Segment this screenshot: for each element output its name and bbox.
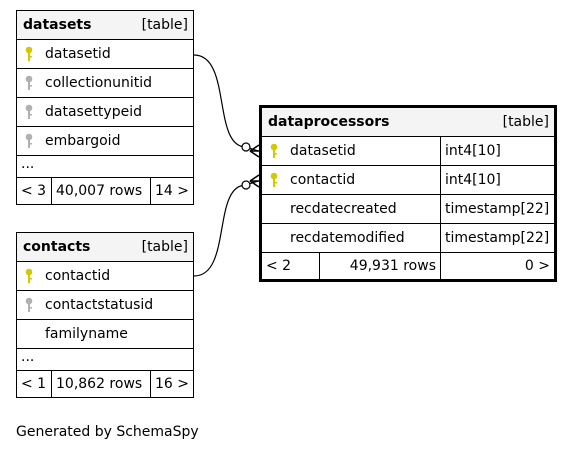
table-header[interactable]: contacts [table] xyxy=(17,233,193,262)
crowfoot-icon xyxy=(249,174,260,188)
table-name: datasets xyxy=(23,17,92,33)
column-row[interactable]: contactstatusid xyxy=(17,291,193,320)
parents-count[interactable]: < 1 xyxy=(21,376,47,392)
table-contacts[interactable]: contacts [table] contactid contactstatus… xyxy=(16,232,194,398)
column-name: datasetid xyxy=(290,143,356,159)
column-name: contactstatusid xyxy=(45,297,154,313)
column-type: int4[10] xyxy=(440,137,554,165)
column-type: timestamp[22] xyxy=(440,224,554,252)
edge-end-optional-icon xyxy=(241,142,251,152)
column-row[interactable]: datasetid int4[10] xyxy=(262,137,554,166)
foreign-key-icon xyxy=(25,104,33,119)
column-name: familyname xyxy=(45,326,128,342)
table-kind: [table] xyxy=(502,114,549,130)
row-count: 10,862 rows xyxy=(51,371,150,397)
column-row[interactable]: collectionunitid xyxy=(17,69,193,98)
column-name: contactid xyxy=(45,268,111,284)
children-count[interactable]: 14 > xyxy=(150,178,193,204)
generated-by-note: Generated by SchemaSpy xyxy=(16,424,199,440)
table-kind: [table] xyxy=(141,17,188,33)
column-name: contactid xyxy=(290,172,356,188)
parents-count[interactable]: < 3 xyxy=(21,183,47,199)
edge-datasets-dataprocessors xyxy=(193,54,259,152)
edge-contacts-dataprocessors xyxy=(193,180,259,277)
crowfoot-icon xyxy=(249,144,260,158)
primary-key-icon xyxy=(270,172,278,187)
table-header[interactable]: dataprocessors [table] xyxy=(262,108,554,137)
table-kind: [table] xyxy=(141,239,188,255)
table-footer: < 3 40,007 rows 14 > xyxy=(17,178,193,204)
column-type: int4[10] xyxy=(440,166,554,194)
edge-end-optional-icon xyxy=(241,180,251,190)
column-row[interactable]: recdatecreated timestamp[22] xyxy=(262,195,554,224)
primary-key-icon xyxy=(25,268,33,283)
table-name: contacts xyxy=(23,239,91,255)
column-row[interactable]: contactid xyxy=(17,262,193,291)
column-row[interactable]: datasettypeid xyxy=(17,98,193,127)
primary-key-icon xyxy=(25,46,33,61)
foreign-key-icon xyxy=(25,75,33,90)
foreign-key-icon xyxy=(25,297,33,312)
parents-count[interactable]: < 2 xyxy=(266,258,292,274)
column-row[interactable]: recdatemodified timestamp[22] xyxy=(262,224,554,253)
column-row[interactable]: datasetid xyxy=(17,40,193,69)
table-footer: < 1 10,862 rows 16 > xyxy=(17,371,193,397)
more-columns: ... xyxy=(17,156,193,178)
table-dataprocessors[interactable]: dataprocessors [table] datasetid int4[10… xyxy=(259,105,557,282)
table-name: dataprocessors xyxy=(268,114,390,130)
column-row[interactable]: familyname xyxy=(17,320,193,349)
table-datasets[interactable]: datasets [table] datasetid collectionuni… xyxy=(16,10,194,205)
column-row[interactable]: embargoid xyxy=(17,127,193,156)
column-name: datasettypeid xyxy=(45,104,142,120)
foreign-key-icon xyxy=(25,133,33,148)
column-row[interactable]: contactid int4[10] xyxy=(262,166,554,195)
column-name: collectionunitid xyxy=(45,75,153,91)
primary-key-icon xyxy=(270,143,278,158)
column-name: recdatemodified xyxy=(290,230,405,246)
table-header[interactable]: datasets [table] xyxy=(17,11,193,40)
column-name: datasetid xyxy=(45,46,111,62)
column-name: recdatecreated xyxy=(290,201,397,217)
column-type: timestamp[22] xyxy=(440,195,554,223)
children-count[interactable]: 0 > xyxy=(440,253,554,279)
more-columns: ... xyxy=(17,349,193,371)
column-name: embargoid xyxy=(45,133,121,149)
table-footer: < 2 49,931 rows 0 > xyxy=(262,253,554,279)
children-count[interactable]: 16 > xyxy=(150,371,193,397)
row-count: 49,931 rows xyxy=(319,253,440,279)
row-count: 40,007 rows xyxy=(51,178,150,204)
